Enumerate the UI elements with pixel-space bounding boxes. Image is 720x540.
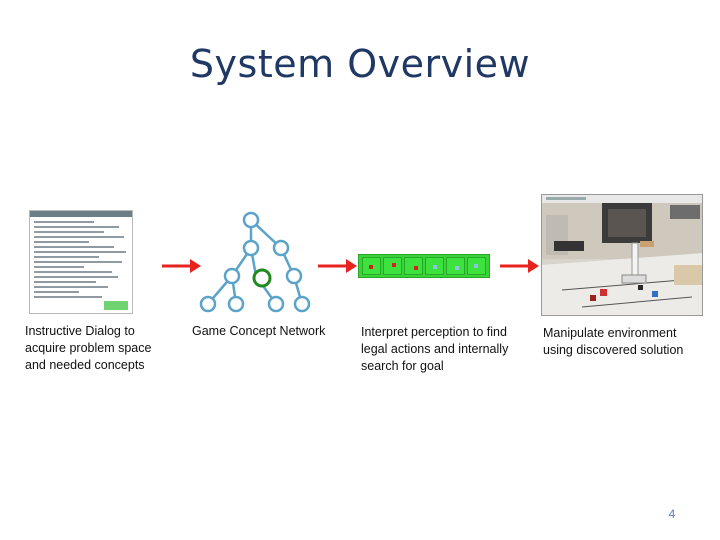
state-marker — [392, 263, 396, 267]
right-arrow-icon — [162, 259, 201, 273]
caption-line: acquire problem space — [25, 341, 152, 355]
dialog-text-line — [34, 271, 112, 273]
dialog-screenshot-thumbnail — [29, 210, 133, 314]
right-arrow-icon — [318, 259, 357, 273]
dialog-text-line — [34, 246, 114, 248]
state-cell — [425, 257, 444, 275]
caption-line: Manipulate environment — [543, 326, 677, 340]
dialog-text-line — [34, 251, 126, 253]
caption-line: Instructive Dialog to — [25, 324, 135, 338]
caption-line: Game Concept Network — [192, 324, 326, 338]
dialog-text-line — [34, 221, 94, 223]
network-node — [272, 239, 290, 257]
state-marker — [433, 265, 437, 269]
dialog-text-line — [34, 266, 84, 268]
state-cell — [383, 257, 402, 275]
right-arrow-icon — [500, 259, 539, 273]
page-number: 4 — [668, 507, 676, 521]
network-node — [293, 295, 311, 313]
slide-title: System Overview — [189, 42, 531, 86]
network-node — [242, 239, 260, 257]
dialog-caption: Instructive Dialog to acquire problem sp… — [25, 323, 165, 374]
network-node — [267, 295, 285, 313]
network-node — [199, 295, 217, 313]
dialog-text-line — [34, 281, 96, 283]
state-marker — [455, 266, 459, 270]
robot-scene-drawing — [542, 195, 702, 315]
network-node — [242, 211, 260, 229]
dialog-text-line — [34, 291, 79, 293]
network-caption: Game Concept Network — [192, 323, 342, 340]
caption-line: using discovered solution — [543, 343, 684, 357]
state-cell — [446, 257, 465, 275]
caption-line: Interpret perception to find — [361, 325, 507, 339]
state-marker — [474, 264, 478, 268]
state-cell — [467, 257, 486, 275]
state-marker — [369, 265, 373, 269]
dialog-text-line — [34, 286, 108, 288]
dialog-text-line — [34, 241, 89, 243]
dialog-ok-button — [104, 301, 128, 310]
search-caption: Interpret perception to find legal actio… — [361, 324, 531, 375]
network-node — [227, 295, 245, 313]
dialog-text-line — [34, 296, 102, 298]
dialog-text-line — [34, 276, 118, 278]
dialog-text-line — [34, 256, 99, 258]
network-node — [285, 267, 303, 285]
state-marker — [414, 266, 418, 270]
dialog-text-line — [34, 226, 119, 228]
robot-arm-photo — [541, 194, 703, 316]
state-cell — [362, 257, 381, 275]
dialog-title-bar — [30, 211, 132, 217]
network-node — [223, 267, 241, 285]
manipulate-caption: Manipulate environment using discovered … — [543, 325, 713, 359]
caption-line: search for goal — [361, 359, 444, 373]
state-chain-icon — [358, 254, 490, 278]
tree-network-icon — [199, 211, 311, 313]
caption-line: and needed concepts — [25, 358, 145, 372]
caption-line: legal actions and internally — [361, 342, 509, 356]
dialog-text-line — [34, 236, 124, 238]
highlighted-network-node — [252, 268, 272, 288]
dialog-text-line — [34, 261, 122, 263]
dialog-text-line — [34, 231, 104, 233]
state-cell — [404, 257, 423, 275]
